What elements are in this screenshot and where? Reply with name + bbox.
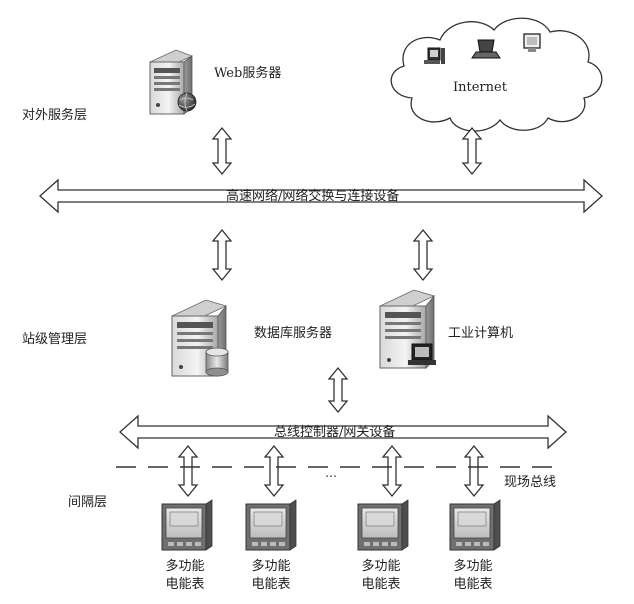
layer-label-service: 对外服务层: [22, 108, 88, 123]
controller-to-meter-3-arrow: [381, 444, 403, 498]
web-server-icon: [148, 49, 194, 115]
controller-to-meter-2-arrow: [263, 444, 285, 498]
industrial-pc-label: 工业计算机: [448, 326, 514, 341]
pc-to-controller-arrow: [327, 366, 349, 414]
layer-label-station: 站级管理层: [22, 332, 88, 347]
internet-to-network-arrow: [461, 126, 483, 176]
network-to-db-arrow: [211, 228, 233, 282]
field-bus-label: 现场总线: [504, 475, 557, 490]
power-meter-icon: [357, 499, 409, 551]
database-cylinder-icon: [205, 347, 229, 377]
desktop-computer-icon: [424, 47, 445, 64]
meter-label-1: 多功能电能表: [165, 559, 205, 592]
meter-label-4: 多功能电能表: [453, 559, 493, 592]
power-meter-icon: [245, 499, 297, 551]
meter-label-2: 多功能电能表: [251, 559, 291, 592]
monitor-icon: [523, 33, 541, 52]
workstation-monitor-icon: [408, 343, 436, 365]
controller-bus-label: 总线控制器/网关设备: [274, 425, 396, 440]
web-server-label: Web服务器: [214, 66, 282, 81]
controller-to-meter-1-arrow: [177, 444, 199, 498]
db-server-label: 数据库服务器: [254, 326, 333, 341]
web-to-network-arrow: [211, 126, 233, 176]
network-bus-arrow: [39, 178, 603, 214]
power-meter-icon: [161, 499, 213, 551]
internet-label: Internet: [453, 80, 507, 95]
bus-ellipsis: …: [325, 466, 337, 480]
globe-icon: [177, 92, 197, 112]
laptop-icon: [471, 39, 501, 59]
power-meter-icon: [449, 499, 501, 551]
network-to-pc-arrow: [412, 228, 434, 282]
controller-bus-arrow: [119, 414, 567, 450]
internet-cloud-icon: [390, 17, 603, 132]
controller-to-meter-4-arrow: [463, 444, 485, 498]
meter-label-3: 多功能电能表: [361, 559, 401, 592]
layer-label-bay: 间隔层: [68, 495, 108, 510]
network-bus-label: 高速网络/网络交换与连接设备: [226, 189, 400, 204]
